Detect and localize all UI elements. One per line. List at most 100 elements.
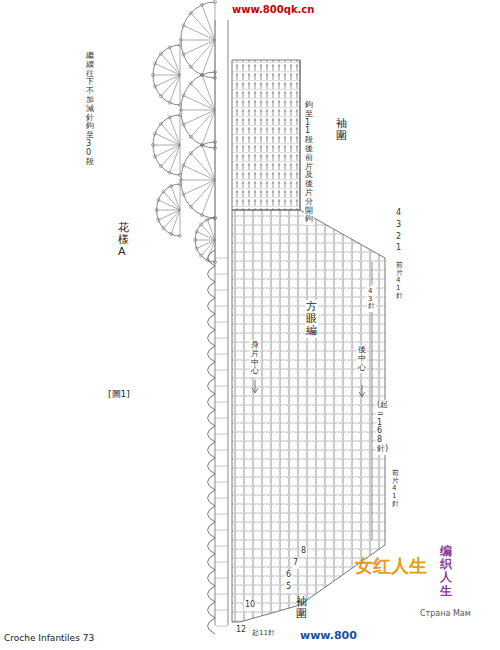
fan-stitch [215, 180, 216, 218]
yoke-line [228, 20, 229, 625]
fan-stitch [180, 145, 181, 175]
scallop [208, 586, 216, 602]
fan-stitch [163, 210, 180, 228]
chart-label: 女红人生 [355, 556, 427, 576]
upper-rows [232, 60, 300, 210]
chain [215, 610, 228, 611]
fan-stitch [153, 75, 180, 76]
fan-stitch [180, 184, 181, 210]
scallop [208, 602, 216, 618]
vertical-note: 鉤至11段後前片及後片分開鉤 [304, 100, 314, 225]
chain [215, 434, 228, 435]
chain [215, 482, 228, 483]
fan-stitch [157, 210, 180, 211]
fan-stitch [191, 13, 215, 40]
fan-stitch [161, 145, 180, 166]
fan-stitch [197, 232, 215, 240]
scallop [208, 266, 216, 282]
scallop [208, 522, 216, 538]
chart-label: Croche Infantiles 73 [4, 634, 94, 644]
chart-label: [圖1] [108, 390, 130, 400]
chain [215, 274, 228, 275]
fan-edge [157, 184, 180, 236]
fan-stitch [170, 75, 180, 103]
chain [215, 546, 228, 547]
chain [215, 386, 228, 387]
scallop [208, 410, 216, 426]
fan-stitch [161, 124, 180, 145]
fan-stitch [161, 75, 180, 96]
fan-stitch [215, 240, 216, 262]
split-line [300, 60, 301, 210]
scallop [208, 250, 216, 266]
chain [215, 466, 228, 467]
scallop [208, 442, 216, 458]
chart-label: www.800 [300, 630, 357, 642]
fan-stitch [201, 240, 215, 256]
fan-stitch [153, 145, 180, 146]
center-arrow [252, 380, 258, 393]
chart-label: 起11針 [252, 630, 275, 638]
fan-stitch [183, 165, 215, 180]
chart-label: 6 [285, 570, 292, 581]
fan-stitch [180, 115, 181, 145]
chart-label: 3 [396, 221, 401, 230]
chain [215, 402, 228, 403]
vertical-note: 花樣A [118, 222, 129, 258]
scallop [208, 378, 216, 394]
chart-label: Страна Мам [420, 610, 471, 619]
fan-stitch [158, 200, 180, 210]
fan-stitch [191, 110, 215, 137]
scallop [208, 330, 216, 346]
fan-edge [153, 115, 180, 175]
scallop [208, 458, 216, 474]
fan-stitch [155, 64, 180, 75]
chart-label: 1 [396, 244, 401, 253]
chain [215, 530, 228, 531]
scallop [208, 618, 216, 634]
chain [215, 306, 228, 307]
scallop [208, 570, 216, 586]
chain [215, 338, 228, 339]
chain [215, 594, 228, 595]
fan-stitch [180, 75, 181, 105]
fan-stitch [202, 40, 215, 75]
fan-stitch [171, 210, 180, 234]
scallop [208, 554, 216, 570]
center-arrow [359, 385, 365, 397]
fan-stitch [202, 180, 215, 215]
vertical-note: 後中心 [357, 345, 367, 373]
fan-stitch [163, 192, 180, 210]
fan-stitch [191, 153, 215, 180]
fan-stitch [215, 218, 216, 240]
vertical-note: 前片41針 [392, 470, 399, 508]
fan-edge [181, 2, 215, 78]
vertical-note: 编织人生 [440, 545, 452, 598]
chain [215, 450, 228, 451]
chain [215, 514, 228, 515]
chain [215, 322, 228, 323]
scallop [208, 362, 216, 378]
fan-stitch [191, 40, 215, 67]
stitch-repeats [151, 0, 228, 634]
chain [215, 498, 228, 499]
fan-stitch [170, 145, 180, 173]
fan-stitch [180, 210, 181, 236]
chart-label: 12 [236, 626, 246, 635]
fan-stitch [183, 25, 215, 40]
fan-stitch [215, 142, 216, 180]
fan-stitch [161, 54, 180, 75]
fan-stitch [191, 83, 215, 110]
chain [215, 370, 228, 371]
chain [215, 562, 228, 563]
fan-edge [181, 72, 215, 148]
chart-label: 10 [244, 600, 256, 611]
scallop [208, 282, 216, 298]
chart-label: 7 [292, 558, 299, 569]
chain [215, 258, 228, 259]
fan-stitch [181, 110, 215, 111]
scallop [208, 426, 216, 442]
fan-edge [195, 218, 215, 262]
vertical-note: 袖圍 [336, 118, 347, 142]
